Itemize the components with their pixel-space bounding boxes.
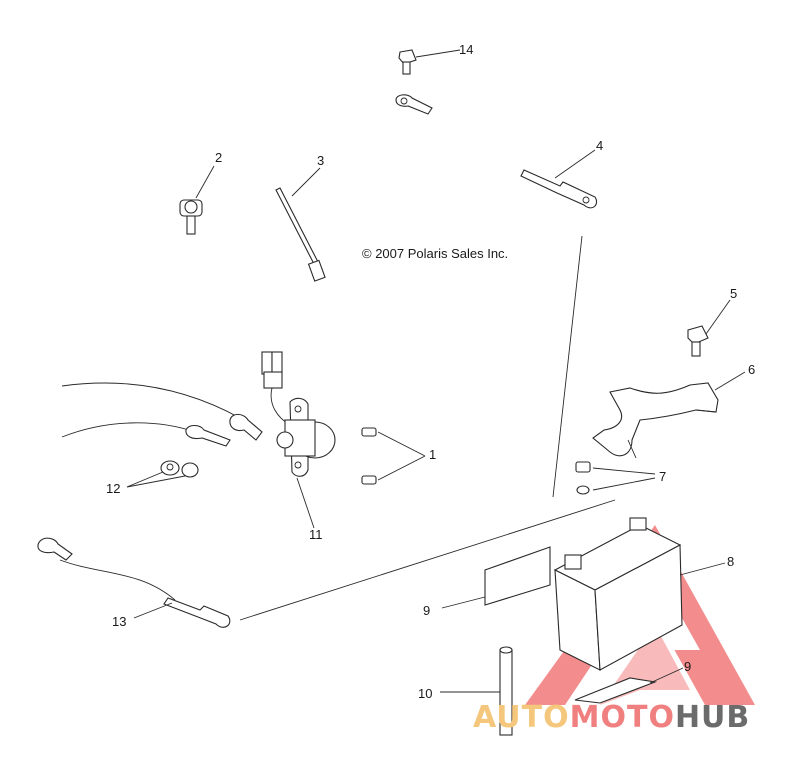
cable-tie-3-icon [275,187,319,265]
watermark-auto: AUTO [473,700,570,735]
callout-7: 7 [659,469,666,484]
callout-9b: 9 [684,659,691,674]
label-9b-icon [574,677,658,704]
label-9-icon [484,546,551,606]
cable-line-lower [239,499,616,621]
bracket-6-icon [592,382,719,457]
screw-1-icon [361,427,377,485]
battery-8-icon [553,517,683,671]
callout-1: 1 [429,447,436,462]
watermark-moto: MOTO [570,700,675,735]
callout-10: 10 [418,686,432,701]
screw-7-icon [575,461,591,495]
cable-13-icon [37,537,73,561]
solenoid-11-icon [261,351,336,477]
callout-12: 12 [106,481,120,496]
cable-13-body-icon [163,597,231,628]
grommet-2-icon [179,199,203,235]
nut-12-icon [160,460,199,478]
watermark-text: AUTOMOTOHUB [473,700,750,735]
cable-line-left-lower [61,422,196,438]
callout-8: 8 [727,554,734,569]
copyright-text: © 2007 Polaris Sales Inc. [362,246,508,261]
callout-2: 2 [215,150,222,165]
cable-line-center [552,235,583,498]
ring-terminal-icon [395,94,433,115]
ring-terminal-icon [185,424,231,447]
callout-3: 3 [317,153,324,168]
callout-14: 14 [459,42,473,57]
bolt-14-icon [398,49,417,75]
callout-11: 11 [309,527,323,542]
bolt-5-icon [687,325,709,357]
callout-5: 5 [730,286,737,301]
callout-4: 4 [596,138,603,153]
watermark-hub: HUB [675,700,750,735]
callout-9: 9 [423,603,430,618]
ring-terminal-icon [229,413,263,441]
callout-13: 13 [112,614,126,629]
tube-10-icon [499,646,513,736]
cable-line-13 [59,559,176,601]
callout-6: 6 [748,362,755,377]
cable-4-icon [520,169,598,209]
cable-line-left-upper [61,382,241,419]
